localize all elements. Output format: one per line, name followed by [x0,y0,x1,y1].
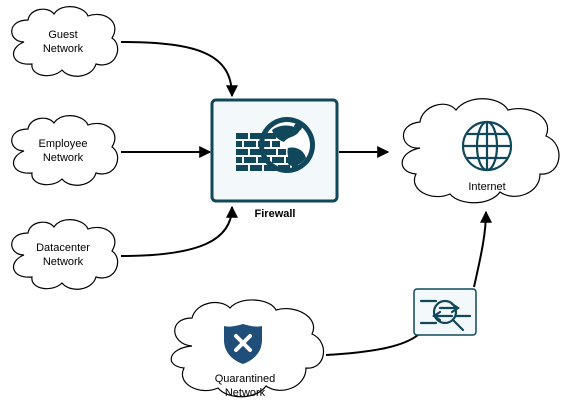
employee-network-label-line2: Network [43,152,84,164]
edge-inspection-to-internet [473,210,492,288]
globe-icon [461,120,513,172]
shield-x-icon [224,324,262,364]
traffic-inspection-node[interactable] [413,288,477,336]
quarantined-network-label-line1: Quarantined [215,373,276,385]
datacenter-network-label-line2: Network [43,256,84,268]
edge-guest-to-firewall [120,41,238,98]
guest-network-label-line1: Guest [48,29,77,41]
employee-network-label-line1: Employee [39,138,88,150]
internet-cloud[interactable]: Internet [401,98,560,204]
edge-quarantined-to-inspection [325,334,419,356]
guest-network-cloud[interactable]: Guest Network [11,6,119,77]
datacenter-network-cloud[interactable]: Datacenter Network [11,219,119,290]
quarantined-network-cloud[interactable]: Quarantined Network [170,299,325,399]
datacenter-network-label-line1: Datacenter [36,242,90,254]
traffic-inspection-icon [419,299,472,332]
guest-network-label-line2: Network [43,43,84,55]
firewall-brick-globe-icon [236,117,315,173]
firewall-label: Firewall [255,208,296,220]
quarantined-network-label-line2: Network [225,387,266,399]
internet-label: Internet [468,181,505,193]
traffic-inspection-box [413,288,477,336]
firewall-node[interactable]: Firewall [210,98,339,220]
employee-network-cloud[interactable]: Employee Network [11,115,119,186]
edge-datacenter-to-firewall [120,205,238,257]
